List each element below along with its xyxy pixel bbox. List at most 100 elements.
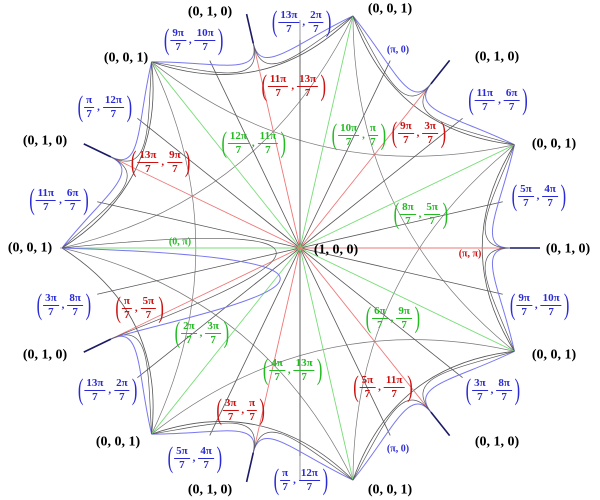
denominator: 7 [203, 458, 209, 471]
numerator: 10π [338, 121, 360, 136]
denominator: 7 [274, 370, 280, 383]
comma: , [416, 127, 420, 139]
denominator: 7 [306, 480, 313, 493]
parenthesis: ) [126, 90, 132, 123]
gray-edge-curve [422, 350, 515, 413]
cusp-tip-line [430, 411, 451, 437]
denominator: 7 [124, 308, 130, 321]
green-spoke [299, 144, 515, 249]
numerator: 5π [424, 200, 440, 215]
parenthesis: ) [564, 288, 570, 321]
denominator: 7 [429, 214, 435, 227]
numerator: 11π [267, 72, 289, 87]
denominator: 7 [235, 143, 242, 156]
parenthesis: ( [262, 353, 269, 386]
numerator: 8π [496, 376, 512, 391]
cusp-tip-line [83, 143, 112, 158]
green-spoke [299, 247, 354, 481]
denominator: 7 [364, 387, 371, 400]
denominator: 7 [119, 390, 125, 403]
comma: , [61, 299, 65, 311]
blue-edge-curve [61, 247, 281, 340]
numerator: 4π [269, 356, 285, 371]
numerator: 2π [114, 376, 130, 391]
comma: , [293, 474, 296, 486]
gray-spoke [299, 201, 503, 249]
parenthesis: ( [167, 441, 174, 474]
parenthesis: ) [223, 316, 229, 349]
numerator: 3π [222, 396, 239, 411]
parenthesis: ( [130, 145, 137, 178]
comma: , [59, 194, 62, 206]
green-spoke [151, 247, 301, 435]
parenthesis: ( [115, 291, 121, 324]
denominator: 7 [523, 196, 529, 209]
denominator: 7 [172, 162, 178, 175]
gray-spoke [299, 118, 463, 249]
parenthesis: ) [132, 373, 138, 406]
denominator: 7 [482, 100, 488, 113]
comma: , [378, 381, 381, 393]
red-spoke [252, 247, 301, 453]
comma: , [161, 156, 165, 168]
comma: , [97, 101, 100, 113]
parenthesis: ( [271, 5, 278, 38]
parenthesis: ( [261, 69, 267, 102]
numerator: 5π [174, 444, 190, 459]
denominator: 7 [249, 410, 255, 423]
numerator: 9π [398, 119, 414, 134]
denominator: 7 [145, 162, 151, 175]
denominator: 7 [43, 200, 49, 213]
gray-long-arc [151, 339, 515, 435]
denominator: 7 [304, 86, 311, 99]
comma: , [418, 208, 422, 220]
numerator: 3π [205, 319, 221, 334]
denominator: 7 [186, 333, 192, 346]
vertex-label-0-0-1: (0, 0, 1) [531, 347, 577, 363]
parenthesis: ) [85, 288, 91, 321]
denominator: 7 [501, 390, 507, 403]
comma: , [490, 384, 494, 396]
parenthesis: ( [511, 179, 518, 212]
denominator: 7 [69, 200, 76, 213]
blue-edge-curve [252, 437, 354, 481]
parenthesis: ) [440, 116, 446, 149]
denominator: 7 [179, 458, 185, 471]
denominator: 7 [110, 107, 117, 120]
gray-edge-curve [422, 83, 515, 146]
green-spoke [299, 247, 515, 352]
parenthesis: ( [273, 463, 280, 496]
numerator: 6π [64, 186, 81, 201]
parenthesis: ( [365, 301, 372, 334]
